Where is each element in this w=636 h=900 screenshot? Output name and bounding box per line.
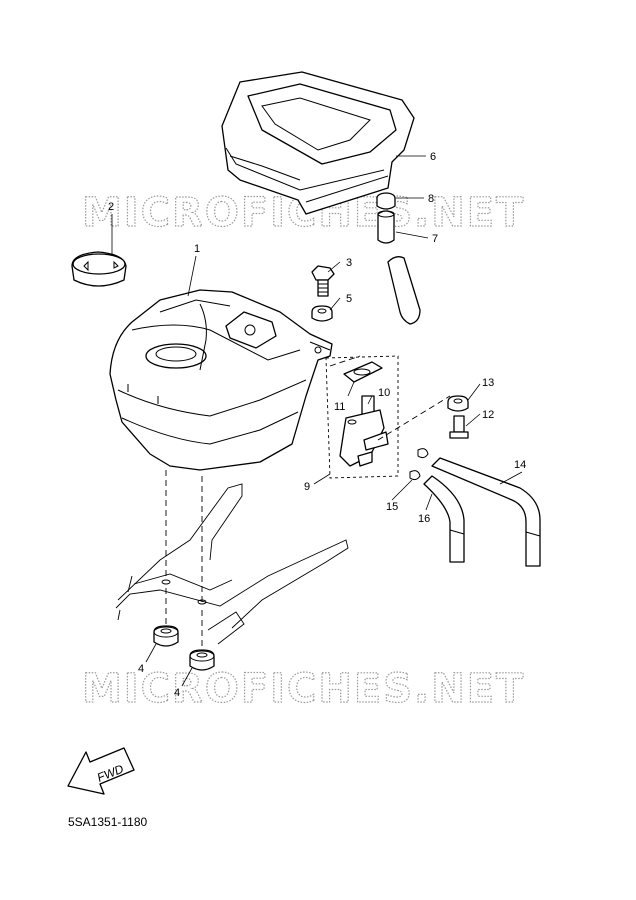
part-3-bolt (311, 265, 335, 297)
callout-16: 16 (418, 513, 430, 525)
part-6-tank-cover (221, 71, 415, 215)
part-1-fuel-tank (109, 289, 333, 471)
alignment-line (377, 395, 451, 441)
callout-6: 6 (430, 151, 436, 163)
part-12-bolt (449, 415, 469, 439)
part-13-washer (447, 395, 469, 412)
callout-9: 9 (304, 481, 310, 493)
leader-lines (111, 155, 523, 687)
callout-12: 12 (482, 409, 494, 421)
part-16-hose (423, 475, 465, 563)
callout-4b: 4 (174, 687, 180, 699)
callout-14: 14 (514, 459, 526, 471)
part-15-clips (409, 448, 429, 481)
part-9-cock-assy-box (325, 355, 399, 479)
callout-8: 8 (428, 193, 434, 205)
callout-10: 10 (378, 387, 390, 399)
diagram-code: 5SA1351-1180 (68, 815, 148, 829)
callout-13: 13 (482, 377, 494, 389)
part-7-hose (377, 210, 421, 325)
part-4-damper-a (153, 625, 179, 647)
part-11-gasket (343, 361, 383, 383)
part-2-fuel-cap (71, 251, 127, 287)
fwd-arrow-icon: FWD (67, 747, 135, 795)
part-4-damper-b (189, 649, 215, 671)
callout-11: 11 (334, 401, 345, 413)
watermark-bottom: MICROFICHES.NET (82, 666, 525, 712)
callout-3: 3 (346, 257, 352, 269)
frame-ghost-lines (115, 470, 349, 650)
part-8-grommet (376, 192, 396, 210)
callout-4a: 4 (138, 663, 144, 675)
part-14-hose (431, 457, 541, 567)
callout-7: 7 (432, 233, 438, 245)
part-5-washer (311, 305, 333, 322)
callout-1: 1 (194, 243, 200, 255)
callout-5: 5 (346, 293, 352, 305)
callout-15: 15 (386, 501, 398, 513)
callout-2: 2 (108, 201, 114, 213)
part-10-fuel-cock (339, 395, 389, 467)
